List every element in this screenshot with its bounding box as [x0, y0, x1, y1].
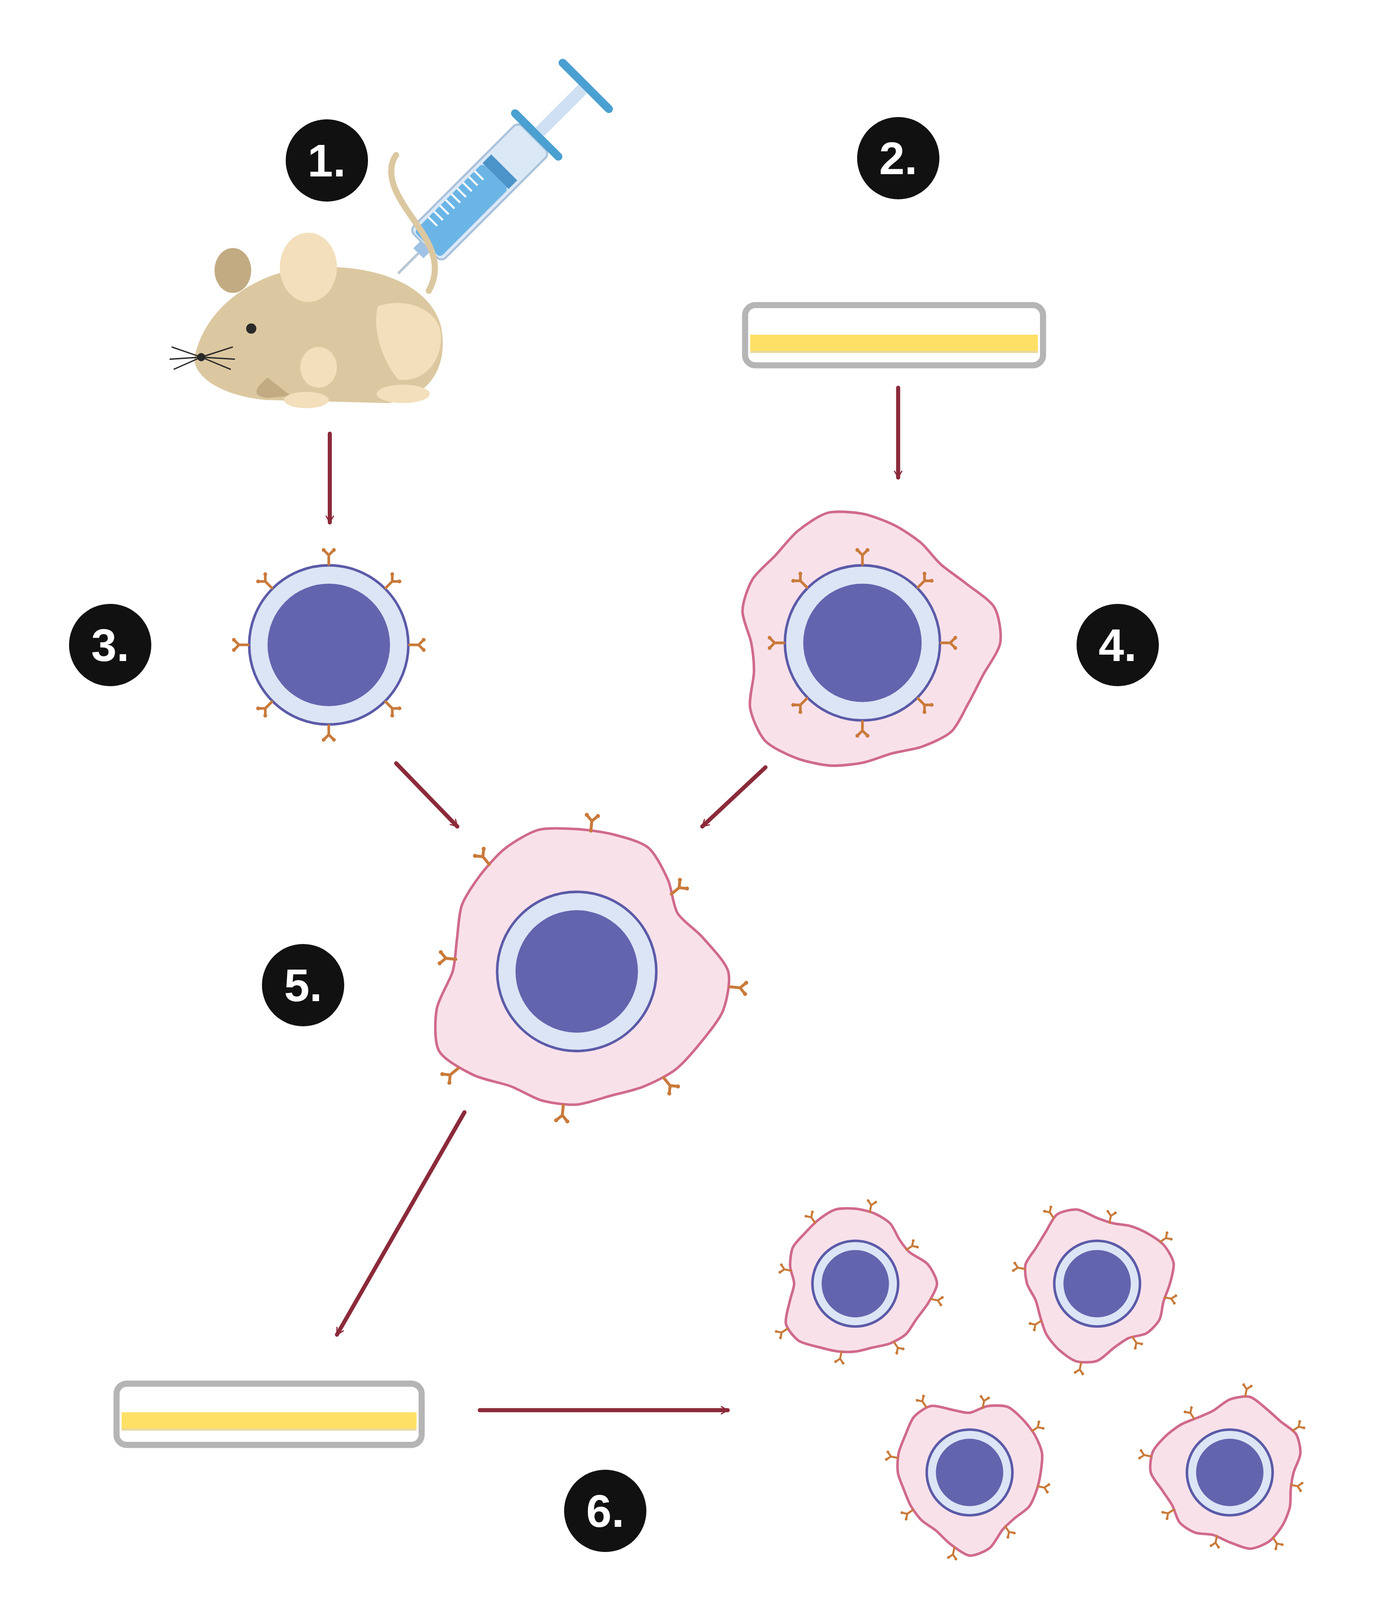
syringe — [372, 57, 615, 300]
callout-number: 2. — [857, 117, 940, 200]
antibody — [903, 1238, 920, 1255]
antibody — [930, 1294, 944, 1307]
antibody — [1183, 1405, 1199, 1422]
antibody — [1290, 1419, 1307, 1435]
hybridoma-clone — [884, 1394, 1051, 1561]
antibody — [380, 571, 402, 593]
antibody — [1042, 1205, 1059, 1222]
antibody — [889, 1339, 906, 1356]
antibody — [1104, 1209, 1118, 1224]
hybridoma-clone — [774, 1199, 944, 1366]
antibody — [1268, 1535, 1285, 1552]
antibody — [437, 949, 457, 967]
antibody — [884, 1450, 899, 1464]
antibody — [1036, 1481, 1051, 1494]
myeloma-cell — [742, 511, 1001, 766]
antibody — [833, 1350, 847, 1365]
antibody — [1028, 1316, 1045, 1333]
antibody — [855, 721, 870, 738]
hybridoma-clone — [1137, 1382, 1306, 1551]
antibody — [1163, 1292, 1178, 1306]
antibody — [1290, 1479, 1304, 1493]
antibody — [767, 635, 784, 650]
antibody — [1073, 1361, 1087, 1376]
antibody — [912, 693, 934, 715]
antibody — [915, 1394, 931, 1411]
antibody — [729, 979, 749, 997]
b-cell — [232, 548, 426, 742]
antibody — [1137, 1449, 1152, 1462]
antibody — [380, 697, 402, 719]
callout-text: 2. — [879, 135, 918, 182]
culture-dish — [116, 1383, 422, 1445]
callout-text: 3. — [90, 622, 129, 668]
callout-number: 5. — [261, 943, 345, 1027]
antibody — [255, 697, 277, 719]
antibody — [940, 635, 957, 650]
antibody — [790, 570, 812, 592]
antibody — [900, 1505, 917, 1522]
antibody — [255, 571, 277, 593]
antibody — [321, 548, 336, 565]
antibody — [946, 1546, 960, 1561]
antibody — [321, 725, 336, 742]
antibody — [1128, 1334, 1144, 1351]
antibody — [232, 638, 249, 652]
antibody — [409, 638, 426, 652]
antibody — [583, 812, 601, 832]
callout-number: 6. — [564, 1469, 647, 1552]
antibody — [855, 548, 870, 565]
callout-text: 4. — [1098, 622, 1137, 668]
antibody — [790, 693, 812, 715]
hybridoma-clone — [1011, 1205, 1178, 1376]
antibody — [666, 876, 690, 900]
callout-text: 5. — [283, 962, 322, 1008]
antibody — [912, 570, 934, 592]
callout-text: 6. — [586, 1487, 624, 1534]
antibody — [804, 1210, 820, 1227]
antibody — [1011, 1261, 1026, 1275]
hybridoma-cell — [435, 812, 749, 1124]
antibody — [657, 1072, 681, 1097]
antibody — [554, 1104, 571, 1124]
antibody — [1000, 1523, 1017, 1540]
callout-number: 3. — [69, 603, 152, 687]
antibody — [774, 1324, 791, 1340]
cells — [232, 511, 1307, 1561]
antibody — [778, 1263, 792, 1276]
callout-number: 1. — [285, 119, 368, 202]
culture-dish — [745, 304, 1044, 366]
antibody — [977, 1394, 991, 1409]
antibody — [1209, 1535, 1223, 1549]
antibody — [1240, 1382, 1254, 1397]
callout-number: 4. — [1076, 603, 1159, 687]
antibody — [439, 1062, 463, 1086]
antibody — [864, 1199, 878, 1213]
antibody — [472, 845, 496, 870]
antibody — [1157, 1230, 1174, 1247]
antibody — [1160, 1505, 1177, 1521]
callout-text: 1. — [307, 137, 346, 184]
antibody — [1029, 1419, 1046, 1436]
